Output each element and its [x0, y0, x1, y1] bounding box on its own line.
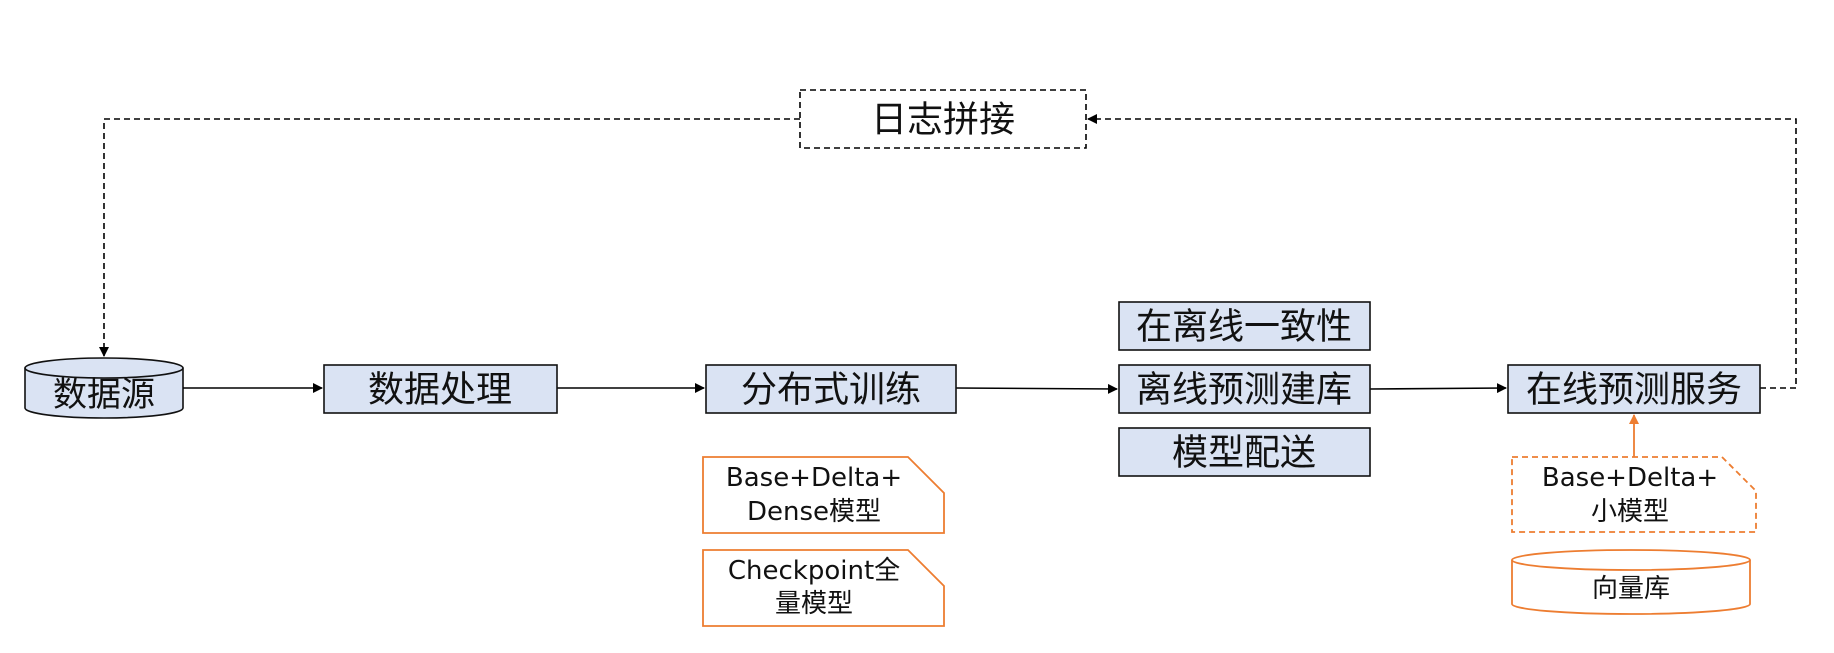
- online-service-label: 在线预测服务: [1526, 370, 1742, 411]
- online-model-note-line2: 小模型: [1591, 497, 1669, 527]
- online-model-note-line1: Base+Delta+: [1542, 463, 1718, 493]
- vector-db-cylinder: 向量库: [1511, 549, 1751, 615]
- model-note-1-line2: Dense模型: [747, 497, 881, 527]
- online-model-note: Base+Delta+ 小模型: [1511, 456, 1757, 533]
- data-source-cylinder: 数据源: [24, 357, 184, 419]
- online-service-box: 在线预测服务: [1507, 364, 1761, 414]
- arrow-training-to-offline: [955, 383, 1118, 394]
- offline-predict-box: 离线预测建库: [1118, 364, 1371, 414]
- distributed-training-box: 分布式训练: [705, 364, 957, 414]
- data-processing-label: 数据处理: [368, 370, 512, 411]
- feedback-line-right: [1087, 114, 1797, 389]
- log-join-label: 日志拼接: [871, 100, 1015, 141]
- consistency-label: 在离线一致性: [1136, 307, 1352, 348]
- consistency-box: 在离线一致性: [1118, 301, 1371, 351]
- model-delivery-box: 模型配送: [1118, 427, 1371, 477]
- distributed-training-label: 分布式训练: [741, 370, 921, 411]
- feedback-line-left: [99, 118, 800, 357]
- model-note-1-line1: Base+Delta+: [726, 463, 902, 493]
- arrow-offline-to-online: [1369, 383, 1507, 394]
- model-note-2-line2: 量模型: [775, 589, 853, 619]
- model-note-1: Base+Delta+ Dense模型: [702, 456, 945, 534]
- model-note-2-line1: Checkpoint全: [728, 556, 900, 586]
- log-join-box: 日志拼接: [799, 89, 1087, 149]
- data-processing-box: 数据处理: [323, 364, 558, 414]
- data-source-label: 数据源: [53, 375, 155, 415]
- model-delivery-label: 模型配送: [1172, 433, 1316, 474]
- vector-db-label: 向量库: [1592, 574, 1670, 604]
- offline-predict-label: 离线预测建库: [1136, 370, 1352, 411]
- model-note-2: Checkpoint全 量模型: [702, 549, 945, 627]
